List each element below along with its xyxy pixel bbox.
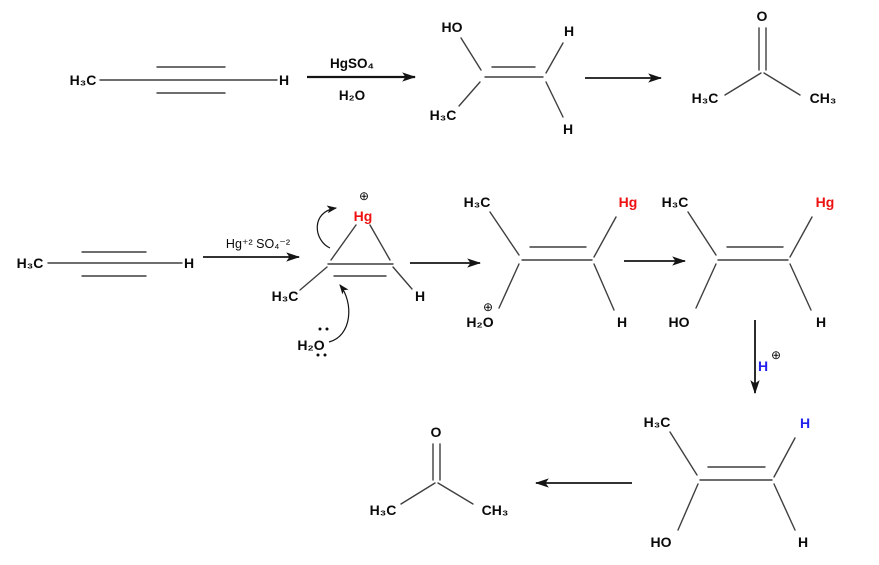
methyl-label: H₃C (644, 414, 671, 430)
oxocarbenium-intermediate: H₃C ⊕ H₂O Hg H (464, 194, 638, 330)
methyl-label: H₃C (70, 72, 97, 88)
vinyl-h-label: H (816, 314, 826, 330)
c-h-bond-top (545, 42, 564, 74)
row3-enol: H₃C HO H H (644, 414, 810, 550)
reagent-label: Hg⁺² SO₄⁻² (226, 237, 290, 251)
lone-pair-dot (316, 353, 320, 357)
c-h-bond-bottom (773, 483, 796, 531)
mercury-label: Hg (816, 194, 835, 210)
new-proton-label: H (800, 415, 810, 431)
hydroxyl-label: HO (651, 534, 672, 550)
methyl-right-label: CH₃ (810, 90, 837, 106)
hg-c-bond-right (369, 224, 391, 261)
c-h-bond (593, 263, 615, 311)
vinyl-h-bottom-label: H (563, 121, 573, 137)
curved-arrow-pi-to-hg (316, 205, 338, 249)
row1-acetone: O H₃C CH₃ (692, 8, 837, 106)
water-label: H₂O (466, 314, 493, 330)
c-o-bond (677, 483, 699, 531)
c-o-bond (498, 263, 520, 309)
hydroxyl-label: HO (442, 19, 463, 35)
c-h-bond (789, 263, 812, 311)
c-h-bond-bottom (545, 81, 564, 118)
mercury-label: Hg (354, 208, 373, 224)
c-h-bond-top (773, 437, 796, 478)
protonation-arrow: H ⊕ (750, 320, 781, 395)
terminal-h-label: H (184, 255, 194, 271)
methyl-label: H₃C (272, 288, 299, 304)
c-hg-bond (789, 216, 813, 258)
c-hg-bond (593, 216, 617, 258)
vinyl-h-top-label: H (564, 23, 574, 39)
vinyl-h-label: H (415, 288, 425, 304)
catalyst-label: HgSO₄ (330, 56, 374, 71)
lone-pair-dot (318, 327, 322, 331)
hydroxyl-label: HO (669, 314, 690, 330)
curved-arrow-water-attack (328, 284, 350, 343)
c-methyl-bond (687, 211, 717, 256)
methyl-label: H₃C (430, 107, 457, 123)
row1-enol: HO H₃C H H (430, 19, 574, 137)
terminal-h-label: H (279, 72, 289, 88)
row1-propyne: H₃C H (70, 66, 289, 94)
solvent-label: H₂O (339, 88, 365, 103)
methyl-right-label: CH₃ (482, 502, 509, 518)
row2-propyne: H₃C H (17, 251, 194, 277)
mercurinium-ion: ⊕ Hg H₃C H H₂O (272, 189, 425, 357)
water-label: H₂O (297, 337, 324, 353)
circled-plus-icon: ⊕ (483, 300, 493, 314)
c-methyl-bond (669, 431, 698, 476)
mercury-label: Hg (619, 194, 638, 210)
vinyl-h-label: H (798, 534, 808, 550)
c-methyl-bond-right (763, 72, 801, 96)
hg-c-bond-left (330, 224, 357, 261)
oxygen-label: O (757, 8, 768, 24)
vinyl-mercury-enol: H₃C HO Hg H (662, 194, 835, 330)
c-methyl-bond-left (724, 72, 762, 96)
row2-reaction-arrow: Hg⁺² SO₄⁻² (203, 237, 301, 262)
proton-label: H (758, 358, 768, 374)
c-methyl-bond (458, 81, 481, 107)
methyl-left-label: H₃C (370, 502, 397, 518)
methyl-label: H₃C (662, 194, 689, 210)
c-o-bond (460, 37, 482, 71)
circled-plus-icon: ⊕ (359, 189, 369, 203)
lone-pair-dot (325, 327, 329, 331)
row3-acetone: O H₃C CH₃ (370, 424, 509, 518)
c-methyl-bond (299, 266, 328, 291)
lone-pair-dot (323, 353, 327, 357)
oxygen-label: O (431, 424, 442, 440)
methyl-label: H₃C (17, 255, 44, 271)
c-h-bond (392, 266, 413, 290)
methyl-left-label: H₃C (692, 90, 719, 106)
vinyl-h-label: H (617, 314, 627, 330)
c-methyl-bond-left (400, 482, 436, 505)
c-methyl-bond (489, 211, 520, 256)
c-methyl-bond-right (437, 482, 474, 505)
methyl-label: H₃C (464, 194, 491, 210)
c-o-bond (695, 263, 717, 309)
row1-reaction-arrow: HgSO₄ H₂O (307, 56, 417, 103)
circled-plus-icon: ⊕ (771, 348, 781, 362)
